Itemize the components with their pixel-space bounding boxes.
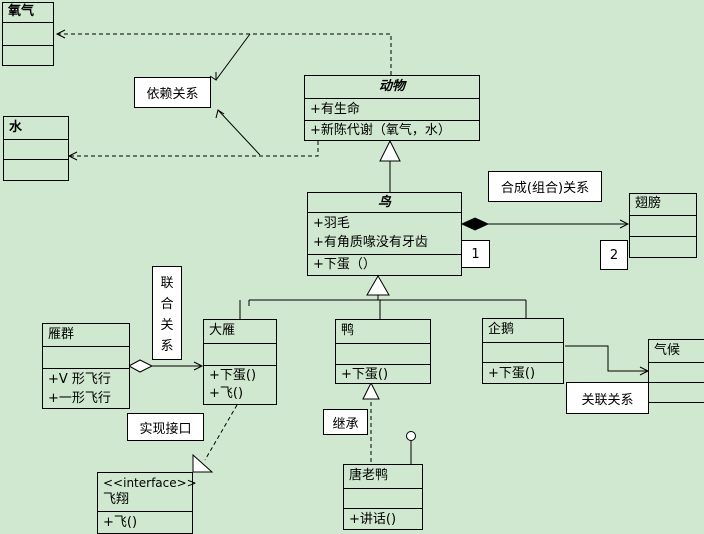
class-name: 氧气 <box>8 4 35 19</box>
attribute: +羽毛 <box>313 216 350 231</box>
dependency-line-oxygen <box>58 33 392 75</box>
note-realization: 实现接口 <box>127 413 204 441</box>
class-name: 鸭 <box>341 323 355 338</box>
class-name: 唐老鸭 <box>349 468 389 483</box>
class-name: 翅膀 <box>635 196 662 211</box>
interface-name: 飞翔 <box>103 492 130 507</box>
class-name: 动物 <box>378 79 405 94</box>
composition-diamond <box>460 217 490 231</box>
class-penguin: 企鹅 +下蛋() <box>482 318 564 384</box>
operation: +讲话() <box>349 512 397 527</box>
operation: +新陈代谢（氧气，水） <box>310 123 451 138</box>
attributes-compartment <box>43 346 129 368</box>
realization-line <box>204 404 238 461</box>
attribute: +有角质喙没有牙齿 <box>313 235 428 250</box>
class-oxygen: 氧气 <box>2 2 54 66</box>
operation: +一形飞行 <box>48 391 111 406</box>
dependency-note-arrow-2 <box>215 109 225 119</box>
association-line <box>565 345 648 372</box>
operations-compartment <box>630 236 696 257</box>
operations-compartment: +飞() <box>98 511 192 533</box>
dependency-arrowhead-water <box>67 151 78 161</box>
attributes-compartment <box>649 362 704 382</box>
multiplicity-bird: 1 <box>461 240 490 268</box>
class-name: 气候 <box>654 343 681 358</box>
note-char: 系 <box>160 339 174 354</box>
class-wing: 翅膀 <box>629 193 697 258</box>
realization-arrowhead <box>192 453 214 473</box>
dependency-arrowhead-oxygen <box>55 29 66 39</box>
note-char: 联 <box>160 276 174 291</box>
dependency-note-arrow-1 <box>209 72 217 81</box>
note-composition: 合成(组合)关系 <box>488 171 602 202</box>
interface-flying: <<interface>> 飞翔 +飞() <box>97 472 197 534</box>
operations-compartment: +讲话() <box>344 508 422 529</box>
interface-header: <<interface>> 飞翔 <box>98 473 197 511</box>
aggregation-diamond <box>127 359 154 373</box>
note-inheritance: 继承 <box>323 409 368 435</box>
generalization-arrowhead-bird <box>366 275 390 296</box>
attributes-compartment <box>630 215 696 236</box>
attributes-compartment: +有生命 <box>305 98 479 120</box>
class-goose: 大雁 +下蛋() +飞() <box>203 319 277 405</box>
operations-compartment: +下蛋() <box>336 364 430 383</box>
note-association: 关联关系 <box>566 382 649 414</box>
note-char: 合 <box>160 297 174 312</box>
class-name: 水 <box>9 120 23 135</box>
note-char: 关 <box>160 318 174 333</box>
note-dependency: 依赖关系 <box>134 77 211 108</box>
operation: +下蛋() <box>488 366 536 381</box>
operations-compartment: +下蛋（） <box>308 254 461 275</box>
class-donald-duck: 唐老鸭 +讲话() <box>343 464 423 530</box>
lollipop-circle <box>406 431 416 441</box>
attribute: +有生命 <box>310 102 360 117</box>
attributes-compartment <box>204 343 276 365</box>
operations-compartment <box>4 159 68 180</box>
dependency-line-water <box>70 141 319 157</box>
class-water: 水 <box>3 116 69 181</box>
operation: +飞() <box>209 386 244 401</box>
class-name: 雁群 <box>48 327 75 342</box>
generalization-arrowhead-animal <box>379 139 401 162</box>
operations-compartment <box>3 45 53 65</box>
attributes-compartment <box>4 139 68 159</box>
attributes-compartment <box>344 488 422 508</box>
operations-compartment: +下蛋() +飞() <box>204 365 276 404</box>
class-animal: 动物 +有生命 +新陈代谢（氧气，水） <box>304 75 480 141</box>
attributes-compartment: +羽毛 +有角质喙没有牙齿 <box>308 212 461 254</box>
attributes-compartment <box>3 22 53 45</box>
inheritance-arrowhead <box>362 381 380 400</box>
operations-compartment <box>649 382 704 402</box>
stereotype-label: <<interface>> <box>103 476 197 490</box>
composition-arrowhead <box>619 219 630 229</box>
class-bird: 鸟 +羽毛 +有角质喙没有牙齿 +下蛋（） <box>307 192 462 276</box>
operation: +下蛋() <box>341 367 389 382</box>
multiplicity-wing: 2 <box>600 240 628 270</box>
attributes-compartment <box>483 342 563 362</box>
operation: +下蛋() <box>209 368 257 383</box>
dependency-note-pointer-2 <box>217 109 261 156</box>
class-name: 大雁 <box>209 323 236 338</box>
class-climate: 气候 <box>648 339 704 403</box>
dependency-note-pointer-1 <box>215 33 251 81</box>
aggregation-arrowhead <box>193 361 204 371</box>
attributes-compartment <box>336 343 430 364</box>
note-aggregation-relation: 联 合 关 系 <box>152 266 182 360</box>
class-duck: 鸭 +下蛋() <box>335 319 431 384</box>
class-goose-flock: 雁群 +V 形飞行 +一形飞行 <box>42 323 130 409</box>
class-name: 企鹅 <box>488 322 515 337</box>
operation: +飞() <box>103 515 138 530</box>
operations-compartment: +新陈代谢（氧气，水） <box>305 120 479 140</box>
operations-compartment: +下蛋() <box>483 362 563 383</box>
operation: +下蛋（） <box>313 257 376 272</box>
class-name: 鸟 <box>377 195 391 210</box>
operation: +V 形飞行 <box>48 372 111 387</box>
operations-compartment: +V 形飞行 +一形飞行 <box>43 368 129 408</box>
